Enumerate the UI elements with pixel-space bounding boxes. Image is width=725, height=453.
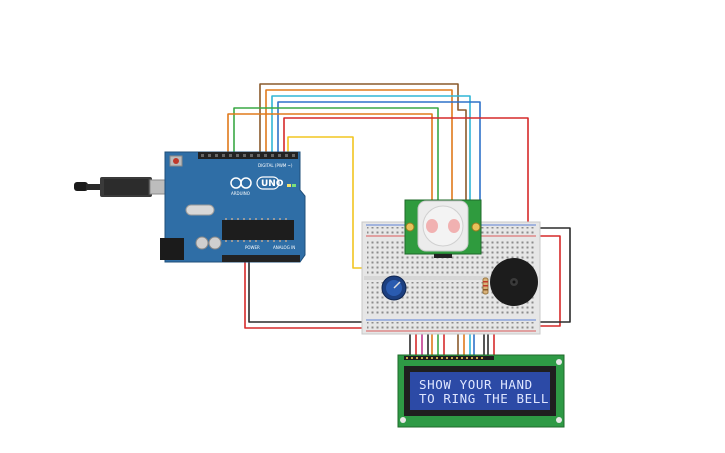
arduino-brand-label: ARDUINO [231, 191, 250, 196]
wire-black-power[interactable] [248, 262, 372, 323]
capacitor [195, 236, 209, 250]
wire-black-right[interactable] [525, 227, 571, 323]
uno-label: UNO [261, 179, 284, 189]
atmega-chip [222, 220, 294, 240]
digital-header-label: DIGITAL (PWM ~) [258, 163, 293, 168]
resistor[interactable] [482, 277, 489, 295]
piezo-buzzer[interactable] [490, 258, 538, 306]
digital-header[interactable] [198, 152, 298, 159]
wire-orange-top[interactable] [265, 89, 453, 250]
power-label: POWER [245, 245, 260, 250]
wire-red-top[interactable] [283, 117, 529, 232]
power-analog-header[interactable] [222, 255, 300, 262]
power-jack [160, 238, 184, 260]
crystal-oscillator [185, 204, 215, 216]
wire-red-power[interactable] [244, 262, 375, 329]
lcd-line-1: SHOW YOUR HAND [419, 377, 533, 392]
wire-cyan[interactable] [271, 95, 471, 225]
potentiometer[interactable] [381, 275, 407, 301]
arduino-uno-board[interactable]: DIGITAL (PWM ~) UNO ARDUINO [160, 151, 306, 263]
arduino-logo: UNO ARDUINO [230, 176, 284, 196]
lcd-display[interactable]: SHOW YOUR HAND TO RING THE BELL [397, 354, 565, 428]
pir-motion-sensor[interactable] [404, 199, 482, 258]
wire-brown[interactable] [259, 83, 467, 222]
capacitor [208, 236, 222, 250]
analog-label: ANALOG IN [273, 245, 295, 250]
usb-cable [74, 177, 167, 197]
lcd-line-2: TO RING THE BELL [419, 391, 549, 406]
